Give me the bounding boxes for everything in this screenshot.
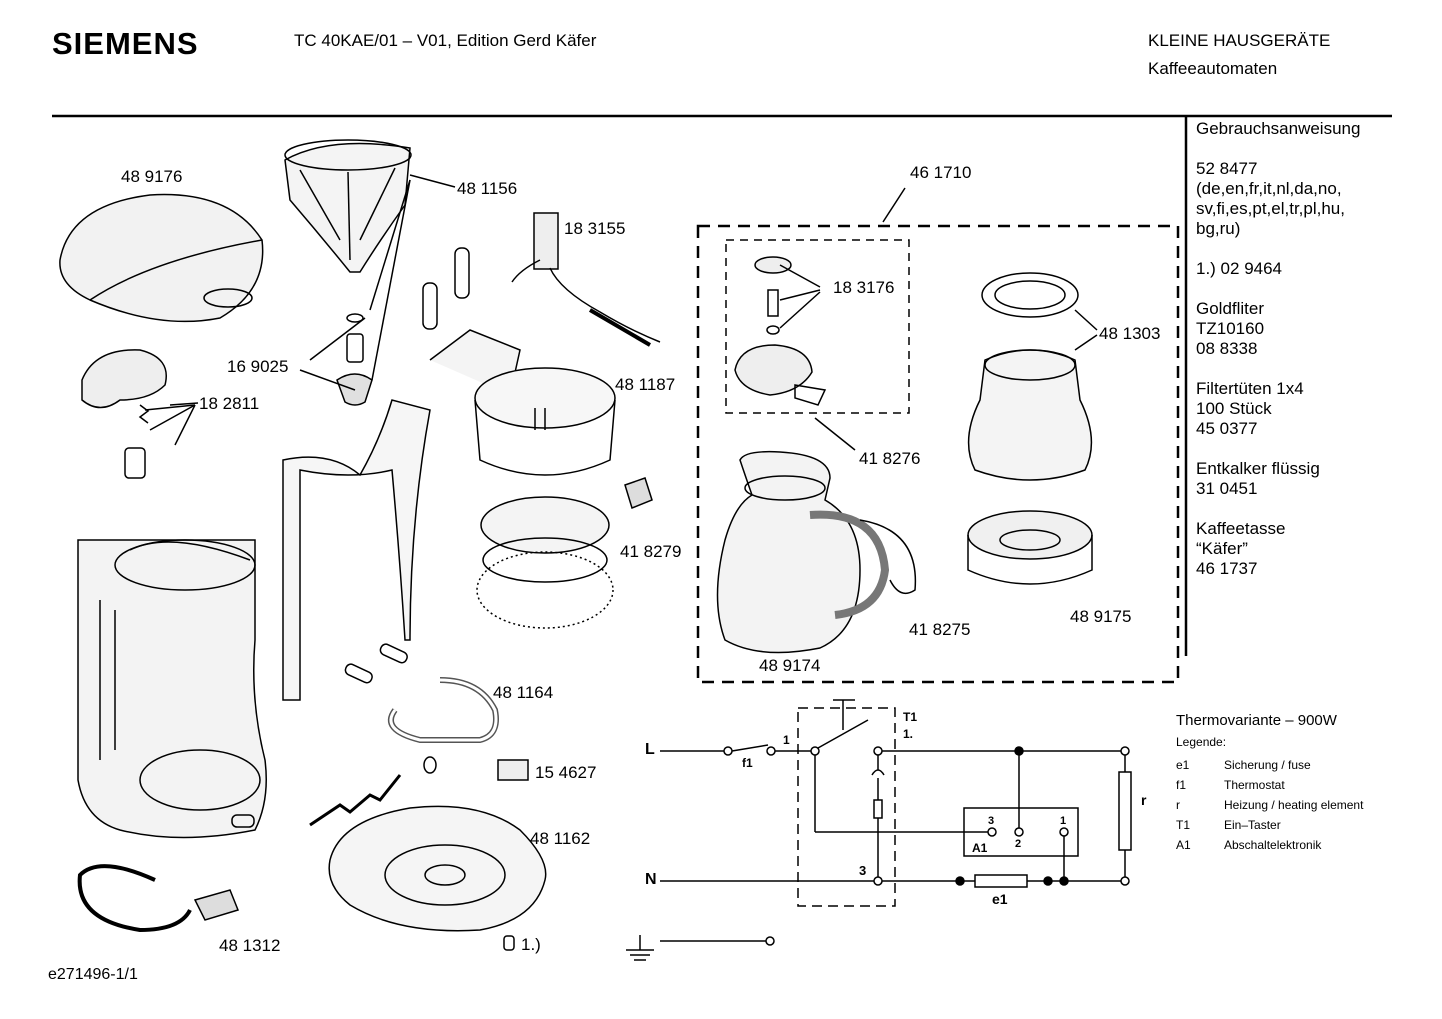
document-id: e271496-1/1 xyxy=(48,966,138,983)
circuit-diagram xyxy=(626,699,1132,961)
circuit-label-r: r xyxy=(1141,792,1147,808)
legend-row: r Heizung / heating element xyxy=(1176,798,1363,818)
lid-set-box xyxy=(725,239,910,414)
legend-key: A1 xyxy=(1176,838,1191,852)
legend-row: f1 Thermostat xyxy=(1176,778,1363,798)
legend-desc: Sicherung / fuse xyxy=(1224,758,1311,772)
circuit-label-3: 3 xyxy=(859,863,867,878)
sidebar-item: Filtertüten 1x4 100 Stück 45 0377 xyxy=(1196,379,1304,438)
carafe-base-part xyxy=(967,510,1093,585)
circuit-label-N: N xyxy=(645,871,657,888)
legend-row: T1 Ein–Taster xyxy=(1176,818,1363,838)
part-label: 18 3155 xyxy=(564,219,626,238)
legend-table: e1 Sicherung / fuse f1 Thermostat r Heizung… xyxy=(1176,758,1363,858)
part-label: 48 1164 xyxy=(493,683,554,702)
legend-desc: Heizung / heating element xyxy=(1224,798,1364,812)
cord-part xyxy=(77,864,240,933)
circuit-label-L: L xyxy=(645,741,655,758)
legend-desc: Abschaltelektronik xyxy=(1224,838,1322,852)
circuit-label-T1-pos: 1. xyxy=(903,727,914,741)
tube-part xyxy=(454,247,470,299)
sidebar-item: Goldfliter TZ10160 08 8338 xyxy=(1196,299,1265,358)
lid-part xyxy=(59,193,264,323)
legend-desc: Thermostat xyxy=(1224,778,1285,792)
sidebar-item: Kaffeetasse “Käfer” 46 1737 xyxy=(1196,519,1286,578)
base-part xyxy=(328,805,547,932)
part-label: 48 9176 xyxy=(121,167,183,186)
circuit-legend: Thermovariante – 900W Legende: e1 Sicheru… xyxy=(1176,712,1363,858)
part-label: 48 9175 xyxy=(1070,607,1132,626)
wire-part xyxy=(309,774,402,827)
tube-part xyxy=(422,282,438,330)
thermostat-part xyxy=(624,477,653,509)
part-label: 41 8275 xyxy=(909,620,971,639)
circuit-label-f1: f1 xyxy=(742,756,753,770)
sidebar-item: 52 8477 (de,en,fr,it,nl,da,no, sv,fi,es,… xyxy=(1196,159,1345,238)
carafe-set-box xyxy=(696,224,1180,684)
clip-part xyxy=(423,756,437,774)
part-label: 48 1312 xyxy=(219,936,281,955)
knob-part xyxy=(81,349,199,479)
circuit-label-1: 1 xyxy=(1060,815,1067,827)
legend-key: r xyxy=(1176,798,1180,812)
legend-row: e1 Sicherung / fuse xyxy=(1176,758,1363,778)
part-label: 46 1710 xyxy=(910,163,972,182)
part-label: 48 9174 xyxy=(759,656,821,675)
sidebar-heading: Gebrauchsanweisung xyxy=(1196,119,1361,138)
part-label: 15 4627 xyxy=(535,763,597,782)
sensor-part xyxy=(497,759,529,781)
circuit-label-A1: A1 xyxy=(972,841,988,855)
circuit-label-1: 1 xyxy=(783,733,790,747)
model-title: TC 40KAE/01 – V01, Edition Gerd Käfer xyxy=(294,31,597,50)
back-panel-part xyxy=(282,399,431,701)
filter-cone-part xyxy=(284,139,456,406)
legend-key: f1 xyxy=(1176,778,1187,792)
category-label: KLEINE HAUSGERÄTE xyxy=(1148,31,1331,50)
subcategory-label: Kaffeeautomaten xyxy=(1148,59,1278,78)
sidebar-item: 1.) 02 9464 xyxy=(1196,259,1283,278)
circuit-label-2: 2 xyxy=(1015,838,1022,850)
part-label: 18 2811 xyxy=(199,394,260,413)
legend-key: e1 xyxy=(1176,758,1190,772)
part-label: 48 1303 xyxy=(1099,324,1161,343)
fuse-icon xyxy=(503,935,515,951)
legend-title: Thermovariante – 900W xyxy=(1176,712,1337,729)
part-label: 18 3176 xyxy=(833,278,895,297)
legend-desc: Ein–Taster xyxy=(1224,818,1281,832)
sidebar-item: Entkalker flüssig 31 0451 xyxy=(1196,459,1320,498)
part-label: 41 8279 xyxy=(620,542,682,561)
part-label: 48 1156 xyxy=(457,179,518,198)
part-note-label: 1.) xyxy=(521,935,541,954)
carafe-part xyxy=(716,450,917,654)
brand-logo: SIEMENS xyxy=(52,26,199,61)
accessories-sidebar: Gebrauchsanweisung 52 8477 (de,en,fr,it,… xyxy=(1196,119,1396,599)
carafe-lid-part xyxy=(734,256,856,451)
housing-part xyxy=(77,539,267,839)
part-label: 41 8276 xyxy=(859,449,921,468)
legend-key: T1 xyxy=(1176,818,1191,832)
circuit-label-e1: e1 xyxy=(992,891,1008,907)
warming-plate-part xyxy=(476,496,614,629)
circuit-label-T1: T1 xyxy=(903,710,918,724)
part-label: 48 1187 xyxy=(615,375,676,394)
legend-label: Legende: xyxy=(1176,735,1227,749)
part-label: 16 9025 xyxy=(227,357,289,376)
glass-insert-part xyxy=(967,272,1098,481)
circuit-label-3: 3 xyxy=(988,815,995,827)
legend-row: A1 Abschaltelektronik xyxy=(1176,838,1363,858)
part-label: 48 1162 xyxy=(530,829,591,848)
heating-element-part xyxy=(344,643,499,743)
heater-holder-part xyxy=(429,329,616,476)
switch-part xyxy=(511,212,661,347)
